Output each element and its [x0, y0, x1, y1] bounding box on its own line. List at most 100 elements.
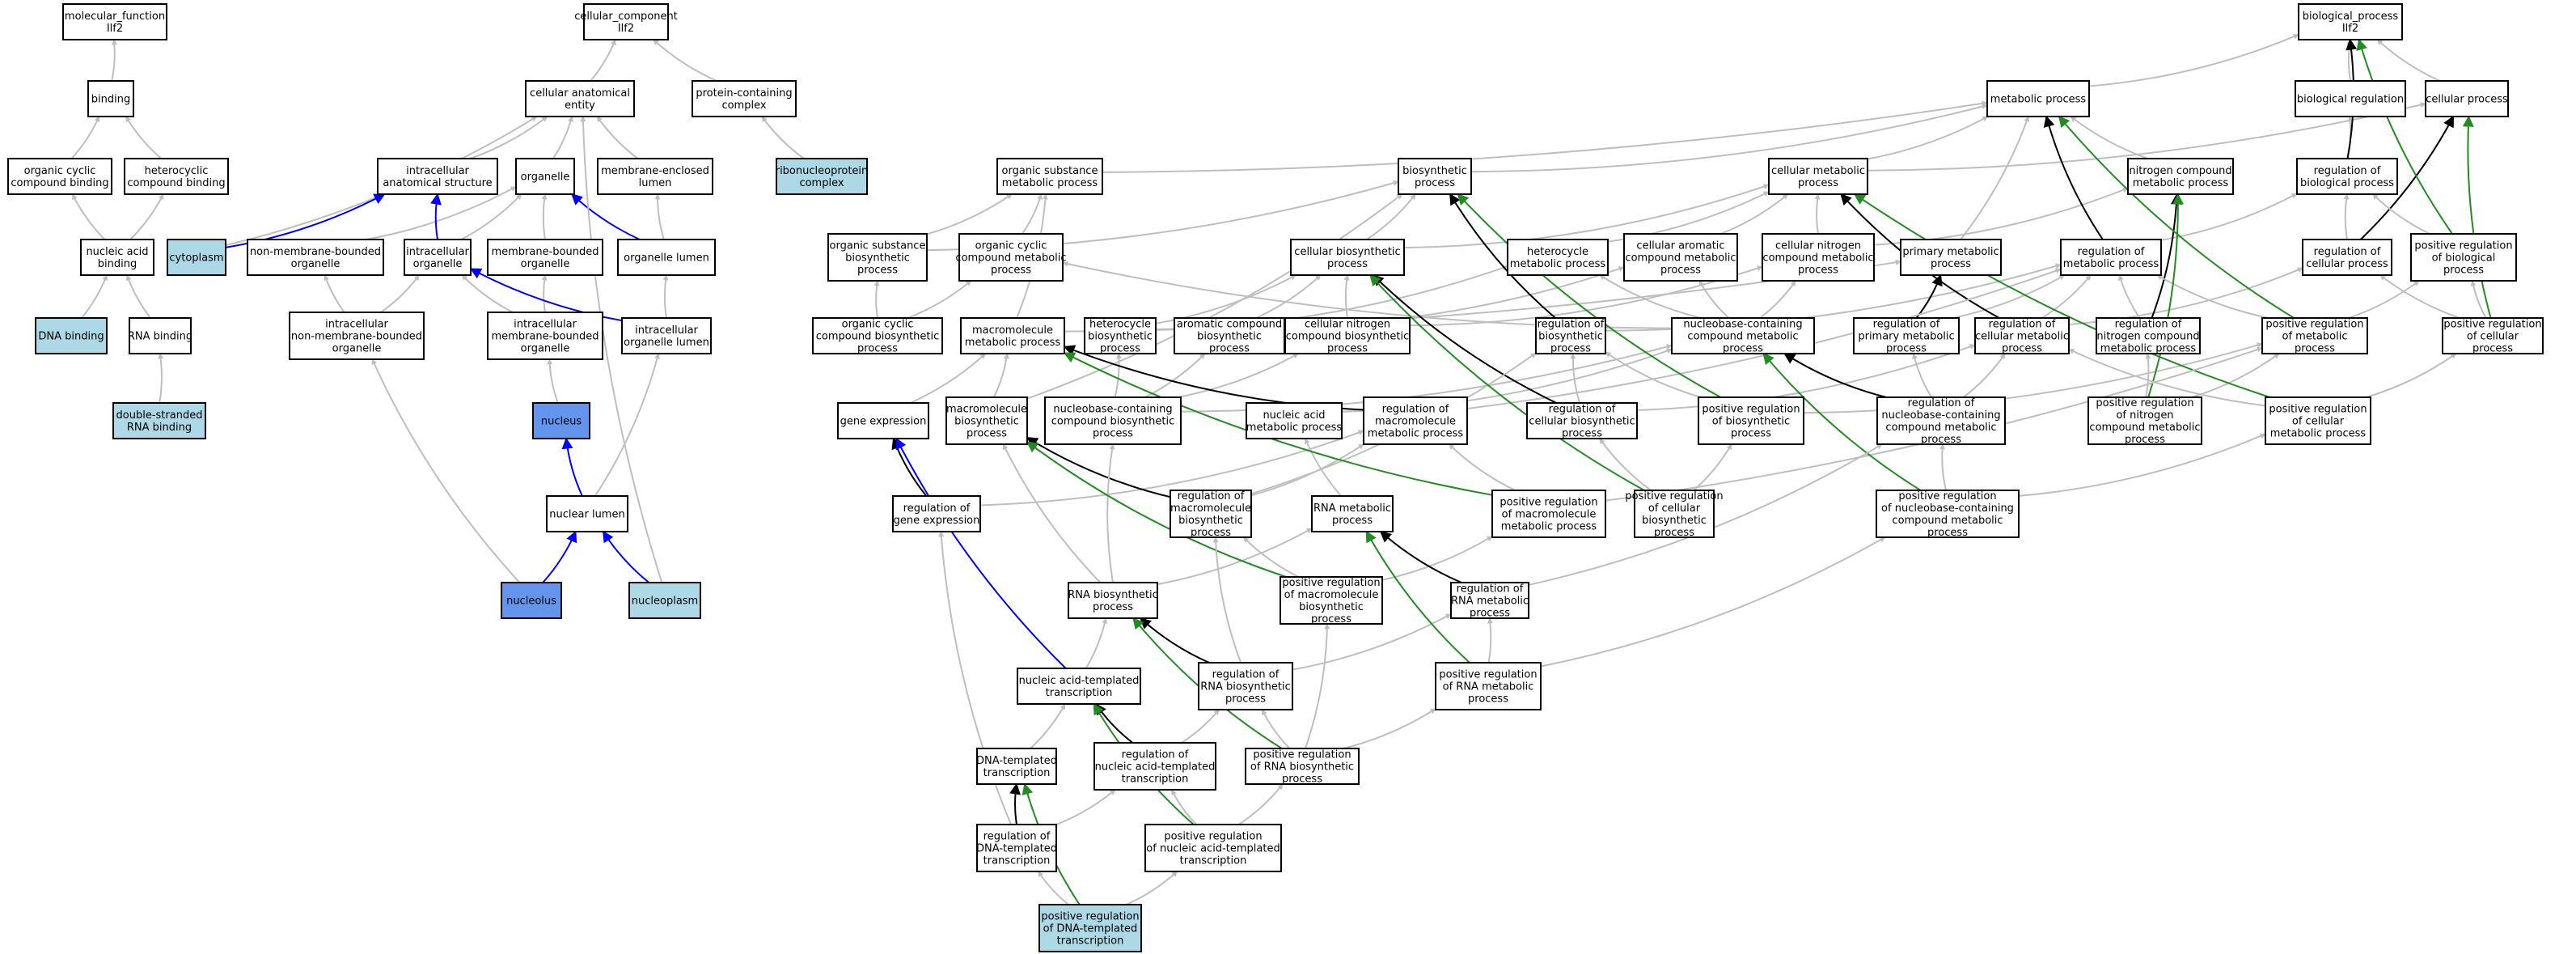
go-term-node-ol[interactable]: organelle lumen — [617, 239, 716, 276]
node-label-line: compound metabolic — [1762, 252, 1873, 265]
go-term-node-nucleolus[interactable]: nucleolus — [501, 582, 562, 619]
go-term-node-rnccmp[interactable]: regulation ofnucleobase-containingcompou… — [1876, 396, 2006, 446]
edge-line — [1022, 193, 1043, 235]
go-term-node-cp[interactable]: cellular process — [2425, 80, 2509, 117]
go-term-node-rnab[interactable]: RNA binding — [128, 317, 192, 354]
go-term-node-nucleoplasm[interactable]: nucleoplasm — [628, 582, 701, 619]
edge-rpmp-to-rmp — [1952, 274, 2066, 319]
go-term-node-nucleus[interactable]: nucleus — [532, 402, 590, 439]
edge-cmp-to-cp — [1867, 102, 2426, 172]
go-term-node-breg[interactable]: biological regulation — [2295, 80, 2406, 117]
go-term-node-organelle[interactable]: organelle — [515, 158, 575, 195]
go-term-node-dnab[interactable]: DNA binding — [35, 317, 108, 354]
go-term-node-ge[interactable]: gene expression — [837, 402, 929, 439]
node-label-line: process — [857, 265, 898, 277]
go-term-node-inmbo[interactable]: intracellularnon-membrane-boundedorganel… — [289, 312, 425, 360]
go-term-node-rmbp[interactable]: regulation ofmacromoleculebiosyntheticpr… — [1170, 490, 1252, 539]
node-box — [112, 402, 206, 439]
go-term-node-binding[interactable]: binding — [87, 80, 134, 117]
edge-prbp-to-bp — [2356, 38, 2453, 235]
edge-mbsp-to-mmp — [992, 353, 1009, 398]
edge-acbp-to-cbp — [1255, 274, 1322, 319]
node-label-line: cellular process — [2426, 94, 2508, 106]
go-term-node-mp[interactable]: metabolic process — [1986, 80, 2090, 117]
edge-line — [1873, 187, 2129, 246]
go-term-node-cytoplasm[interactable]: cytoplasm — [167, 239, 226, 276]
edge-rbsp-to-bsp — [1449, 193, 1556, 319]
node-box — [1144, 824, 1282, 872]
edge-line — [1598, 438, 1652, 491]
go-term-node-nl[interactable]: nuclear lumen — [546, 495, 628, 532]
